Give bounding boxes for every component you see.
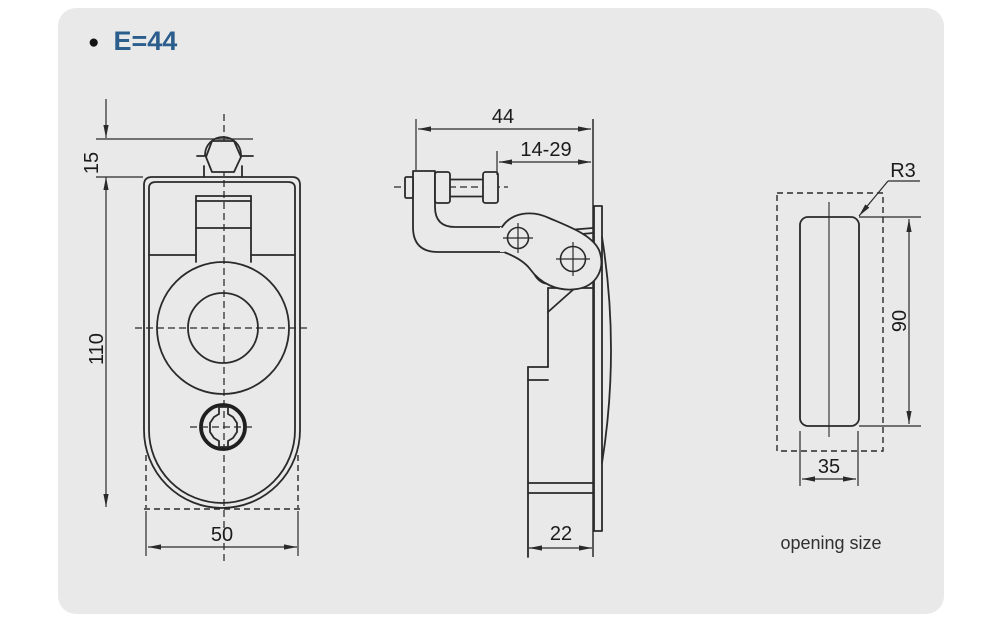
drawing-panel [58,8,944,614]
mounting-bracket [527,227,594,558]
dim-label-22: 22 [550,523,572,545]
opening-view: R3 90 35 opening size [776,160,921,553]
keyhole [190,403,256,451]
opening-size-caption: opening size [780,533,881,553]
page-title: E=44 [113,26,178,56]
body-footprint-hidden [776,192,884,452]
cam-edge-arc [601,236,612,464]
dim-label-35: 35 [818,456,840,478]
pivot-hole-2 [556,242,590,276]
dim-label-110: 110 [86,333,108,365]
title: ● E=44 [88,26,177,57]
side-view: 44 14-29 22 [394,106,612,558]
latch-body-inner [148,181,296,504]
dim-label-44: 44 [492,106,514,128]
lever-head [500,213,602,290]
bullet-icon: ● [88,32,100,53]
latch-body-outer [143,176,301,509]
dim-label-90: 90 [889,310,911,332]
wing-knob [196,136,254,178]
door-panel-section [593,205,603,532]
front-view: 15 110 50 [81,99,311,562]
lever-head-outline [501,212,603,291]
dim-label-15: 15 [81,152,103,174]
dim-label-14-29: 14-29 [520,139,571,161]
lever-slot [148,195,296,263]
dim-label-50: 50 [211,524,233,546]
pivot-hole-1 [503,223,533,253]
adjust-bolt [404,171,499,204]
dim-label-r3: R3 [890,160,916,182]
